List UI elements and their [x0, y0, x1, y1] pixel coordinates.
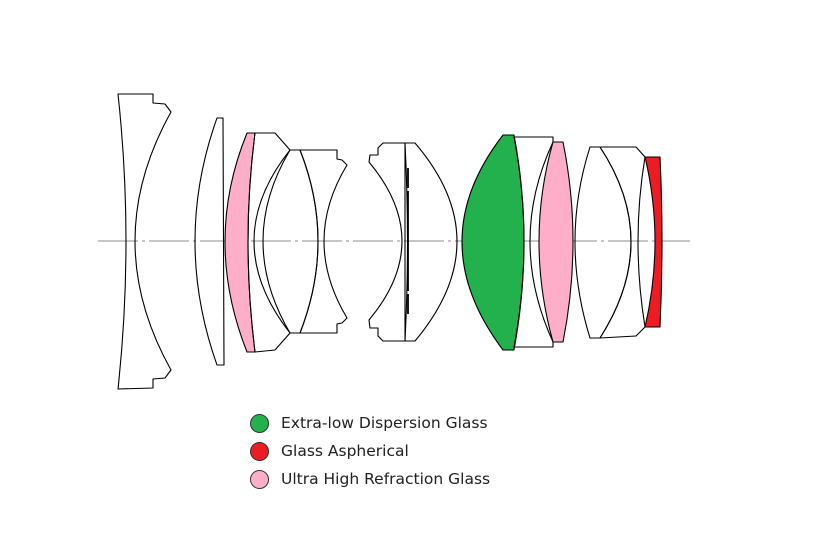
aspherical-swatch-icon	[250, 441, 269, 461]
legend-label: Glass Aspherical	[281, 442, 409, 460]
legend: Extra-low Dispersion Glass Glass Aspheri…	[250, 409, 490, 493]
legend-item-aspherical: Glass Aspherical	[250, 437, 490, 465]
legend-label: Extra-low Dispersion Glass	[281, 414, 488, 432]
legend-item-ed-glass: Extra-low Dispersion Glass	[250, 409, 490, 437]
uhr-glass-swatch-icon	[250, 469, 269, 489]
lens-element-9-ed	[461, 134, 525, 351]
lens-element-7	[368, 142, 406, 342]
lens-element-13	[599, 146, 646, 339]
ed-glass-swatch-icon	[250, 413, 269, 433]
legend-item-uhr-glass: Ultra High Refraction Glass	[250, 465, 490, 493]
lens-element-8	[404, 142, 458, 342]
lens-element-14-aspherical	[644, 156, 663, 328]
lens-element-1	[117, 93, 172, 390]
lens-element-12	[574, 146, 632, 339]
lens-element-3-uhr	[224, 132, 256, 353]
lens-element-6	[299, 149, 348, 334]
lens-element-11-uhr	[538, 141, 574, 343]
legend-label: Ultra High Refraction Glass	[281, 470, 491, 488]
lens-element-2	[194, 117, 225, 366]
lens-element-4	[247, 132, 291, 353]
